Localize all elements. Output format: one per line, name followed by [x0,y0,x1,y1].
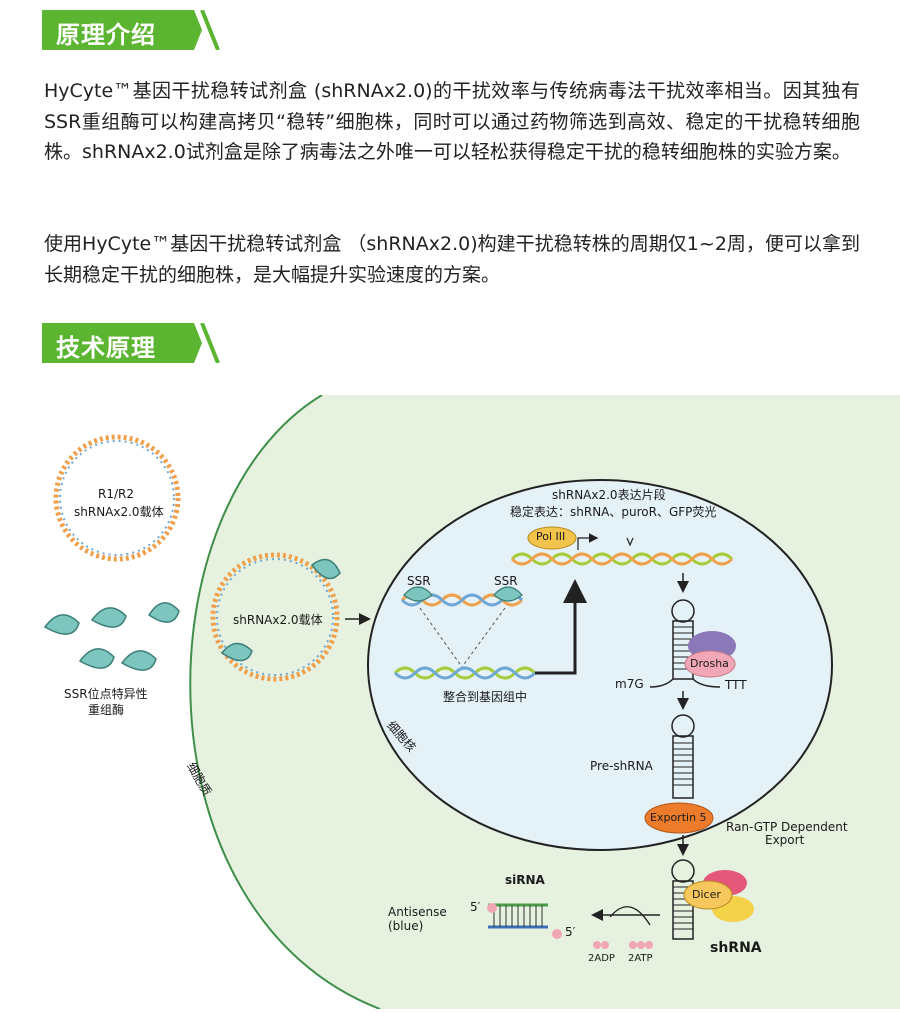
genome-dna-strand [393,666,537,680]
label-exportin: Exportin 5 [650,811,707,824]
label-stable-expression: 稳定表达：shRNA、puroR、GFP荧光 [510,505,717,519]
label-ran-1: Ran-GTP Dependent [726,820,848,834]
label-dicer: Dicer [692,888,721,901]
section-title: 技术原理 [56,334,156,362]
label-pol3: Pol III [536,530,566,543]
label-enzyme-2: 重组酶 [88,703,125,717]
label-fragment-title: shRNAx2.0表达片段 [552,488,666,502]
label-vector-inside: shRNAx2.0载体 [233,613,323,627]
label-enzyme-1: SSR位点特异性 [64,687,148,701]
label-antisense-2: (blue) [388,919,424,933]
label-pre-shrna: Pre-shRNA [590,759,653,773]
vector-plasmid-inside [210,552,341,682]
exportin-shape [644,802,714,834]
label-antisense-1: Antisense [388,905,447,919]
enzyme-shape [120,650,157,671]
label-adp: 2ADP [588,953,615,964]
label-vector-outside: shRNAx2.0载体 [74,505,164,519]
label-drosha: Drosha [690,657,729,670]
label-atp: 2ATP [628,953,653,964]
sirna-duplex [487,903,562,939]
intro-paragraph-2: 使用HyCyte™基因干扰稳转试剂盒 （shRNAx2.0)构建干扰稳转株的周期… [44,233,860,286]
ssr-dna-strand [400,586,524,668]
dicer-shape [683,880,733,910]
label-m7g: m7G [615,677,644,691]
label-ssr-right: SSR [494,574,518,588]
adp-dots [593,941,609,949]
atp-dots [629,941,653,949]
label-five-prime-top: 5′ [470,900,481,914]
hairpin-primary [649,599,721,688]
header-banner-shape [42,10,220,50]
header-banner-shape [42,323,220,363]
intro-paragraph-1: HyCyte™基因干扰稳转试剂盒 (shRNAx2.0)的干扰效率与传统病毒法干… [44,80,860,163]
enzyme-shape [78,648,115,669]
drosha-shape [684,650,736,678]
shrna-mechanism-diagram: R1/R2 shRNAx2.0载体 SSR位点特异性 重组酶 细胞质 细胞核 s… [0,394,900,1010]
label-ttt: TTT [725,678,747,692]
label-sirna: siRNA [505,873,545,887]
label-ran-2: Export [765,833,805,847]
section-header-technique: 技术原理 [42,323,220,363]
label-integrate: 整合到基因组中 [443,690,528,704]
integration-arrow [535,579,587,675]
label-r1r2: R1/R2 [98,487,134,501]
enzyme-shape [90,607,127,628]
label-five-prime-bottom: 5′ [565,925,576,939]
nucleus [367,479,833,851]
cell-membrane [189,394,381,1010]
pol3-shape [527,526,577,550]
ssr-recombinase-group [43,602,180,671]
label-shrna: shRNA [710,940,762,956]
enzyme-shape [147,602,180,623]
expression-fragment-dna [510,533,734,566]
enzyme-shape [43,614,80,635]
section-header-principle: 原理介绍 [42,10,220,50]
section-title: 原理介绍 [56,21,156,49]
label-ssr-left: SSR [407,574,431,588]
hairpin-pre-shrna [671,714,695,799]
vector-plasmid-outside [53,434,181,562]
diagram-canvas [43,394,900,1010]
